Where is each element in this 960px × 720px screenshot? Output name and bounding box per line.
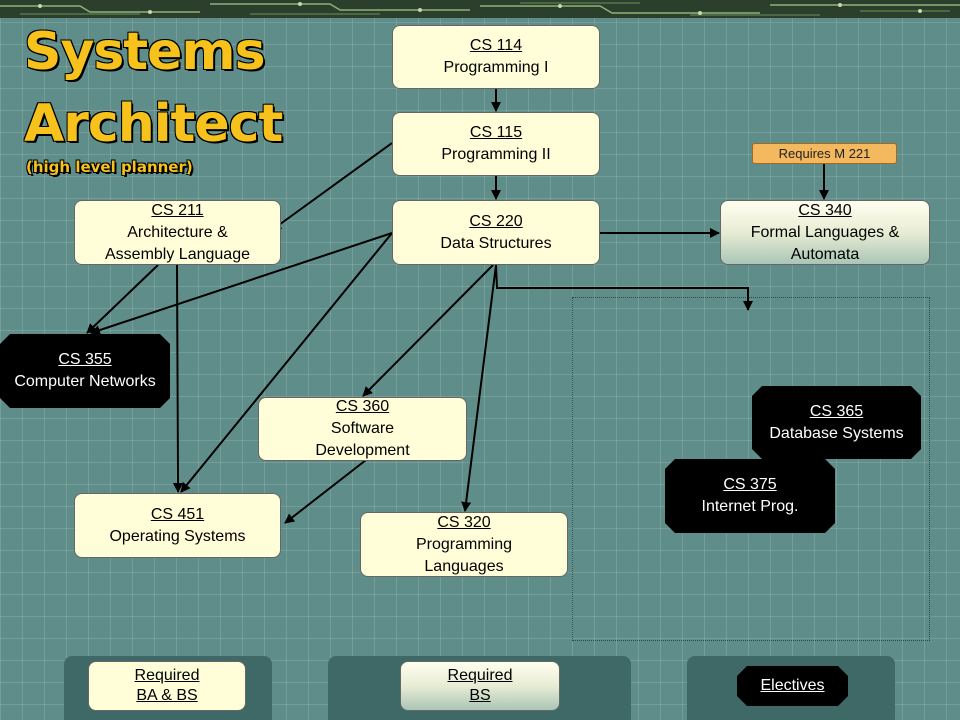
prereq-note-m221: Requires M 221: [752, 143, 897, 164]
course-name-line1: Software: [330, 420, 395, 437]
legend-required-ba-bs: Required BA & BS: [88, 661, 246, 711]
course-cs340[interactable]: CS 340 Formal Languages & Automata: [720, 200, 930, 265]
course-cs211[interactable]: CS 211 Architecture & Assembly Language: [74, 200, 281, 265]
circuit-board-banner: [0, 0, 960, 18]
arrow-cs220-cs451: [180, 232, 393, 493]
page-title-line2: Architect: [24, 94, 283, 154]
course-name-line1: Formal Languages &: [750, 223, 900, 241]
course-code: CS 340: [798, 201, 852, 219]
legend-label-line2: BS: [469, 687, 491, 704]
course-name-line1: Programming: [415, 535, 513, 553]
legend-label-line1: Required: [134, 667, 200, 684]
course-code: CS 375: [723, 476, 777, 493]
arrow-cs211-cs355: [86, 264, 159, 334]
course-cs220[interactable]: CS 220 Data Structures: [392, 200, 600, 265]
course-code: CS 360: [335, 398, 390, 415]
course-name: Data Structures: [440, 234, 552, 252]
course-name: Computer Networks: [14, 373, 156, 390]
legend-required-bs: Required BS: [400, 661, 560, 711]
course-name: Internet Prog.: [701, 498, 799, 515]
course-code: CS 211: [151, 201, 204, 219]
course-name: Operating Systems: [109, 527, 246, 545]
course-cs114[interactable]: CS 114 Programming I: [392, 25, 600, 89]
course-code: CS 355: [58, 351, 112, 368]
course-name-line1: Architecture &: [127, 223, 228, 241]
course-cs375[interactable]: CS 375 Internet Prog.: [665, 459, 835, 533]
electives-panel: [572, 297, 930, 641]
course-code: CS 115: [469, 124, 523, 141]
course-cs451[interactable]: CS 451 Operating Systems: [74, 493, 281, 558]
arrow-cs115-cs211: [271, 142, 393, 231]
arrow-cs211-cs451: [172, 264, 183, 493]
arrow-cs220-electives: [495, 264, 753, 311]
course-code: CS 320: [437, 513, 491, 531]
course-code: CS 365: [809, 402, 864, 420]
course-name: Database Systems: [769, 424, 904, 442]
course-name-line2: Languages: [424, 557, 504, 575]
course-cs115[interactable]: CS 115 Programming II: [392, 112, 600, 176]
course-name: Programming II: [441, 146, 551, 163]
course-cs320[interactable]: CS 320 Programming Languages: [360, 512, 568, 577]
course-cs365[interactable]: CS 365 Database Systems: [752, 386, 921, 459]
course-code: CS 451: [150, 505, 205, 523]
course-code: CS 114: [469, 37, 523, 54]
legend-label-line2: BA & BS: [136, 687, 198, 704]
legend-label: Electives: [760, 677, 825, 694]
course-cs355[interactable]: CS 355 Computer Networks: [0, 334, 170, 408]
course-name: Programming I: [443, 59, 549, 76]
course-name-line2: Development: [315, 442, 410, 459]
course-name-line2: Automata: [790, 245, 860, 263]
page-subtitle: (high level planner): [26, 158, 193, 176]
arrow-cs220-cs320: [461, 264, 497, 512]
legend-electives: Electives: [737, 666, 848, 706]
course-cs360[interactable]: CS 360 Software Development: [258, 397, 467, 461]
course-code: CS 220: [469, 212, 523, 230]
arrow-cs360-cs451: [284, 459, 367, 524]
page-title-line1: Systems: [24, 22, 266, 82]
course-name-line2: Assembly Language: [105, 245, 250, 263]
legend-label-line1: Required: [447, 667, 513, 684]
arrow-cs220-cs360: [362, 264, 494, 397]
arrow-cs220-cs355: [90, 232, 393, 335]
